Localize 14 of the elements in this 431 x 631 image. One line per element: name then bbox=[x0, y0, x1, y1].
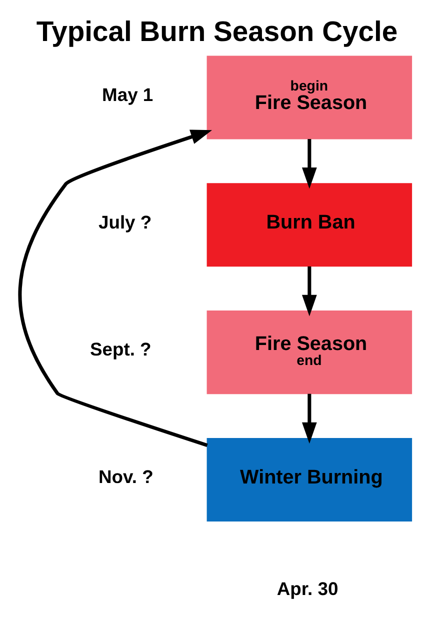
node-label: May 1 bbox=[102, 84, 154, 105]
node-box: Winter Burning bbox=[206, 438, 412, 522]
arrow bbox=[302, 394, 317, 444]
node-label: Sept. ? bbox=[90, 338, 152, 360]
arrow bbox=[302, 139, 317, 189]
node-label: July ? bbox=[98, 211, 152, 232]
diagram-title: Typical Burn Season Cycle bbox=[36, 14, 398, 47]
node-box: Burn Ban bbox=[206, 183, 412, 267]
node-box: Fire Season end bbox=[206, 310, 412, 394]
node-label: Nov. ? bbox=[98, 466, 154, 488]
arrow bbox=[18, 130, 212, 448]
node-box: begin Fire Season bbox=[206, 56, 412, 140]
node-label: Apr. 30 bbox=[276, 578, 338, 599]
arrow bbox=[302, 266, 317, 316]
